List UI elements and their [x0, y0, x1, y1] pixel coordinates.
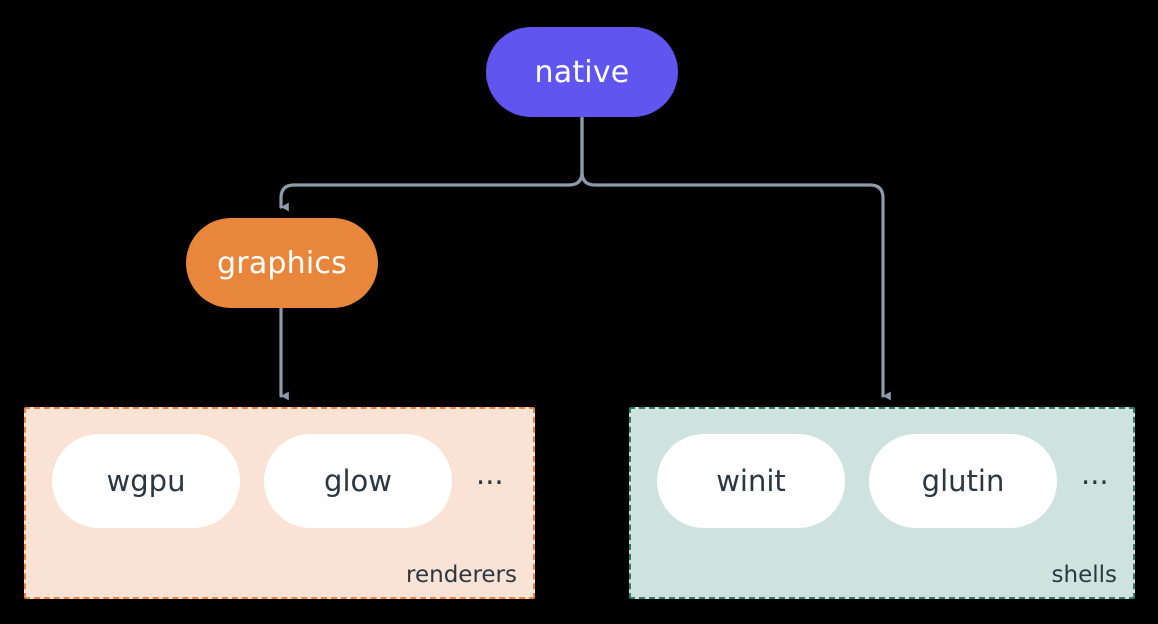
- group-shells-label: shells: [1051, 562, 1117, 588]
- node-native-label: native: [534, 54, 630, 90]
- pill-wgpu[interactable]: wgpu: [52, 434, 240, 528]
- edge-native-to-shells: [580, 116, 891, 401]
- pill-glow[interactable]: glow: [264, 434, 452, 528]
- renderers-overflow-ellipsis: ...: [476, 456, 504, 491]
- pill-wgpu-label: wgpu: [106, 464, 186, 498]
- group-shells-items: winit glutin ...: [657, 434, 1109, 528]
- pill-glutin[interactable]: glutin: [869, 434, 1057, 528]
- node-graphics[interactable]: graphics: [186, 218, 378, 308]
- group-renderers-items: wgpu glow ...: [52, 434, 504, 528]
- shells-overflow-ellipsis: ...: [1081, 456, 1109, 491]
- pill-winit-label: winit: [716, 464, 786, 498]
- pill-winit[interactable]: winit: [657, 434, 845, 528]
- group-renderers-label: renderers: [406, 562, 517, 588]
- node-graphics-label: graphics: [217, 245, 347, 281]
- group-shells: winit glutin ... shells: [629, 407, 1135, 599]
- group-renderers: wgpu glow ... renderers: [24, 407, 535, 599]
- node-native[interactable]: native: [486, 27, 678, 117]
- pill-glutin-label: glutin: [921, 464, 1005, 498]
- edge-native-to-graphics: [279, 116, 584, 212]
- pill-glow-label: glow: [324, 464, 392, 498]
